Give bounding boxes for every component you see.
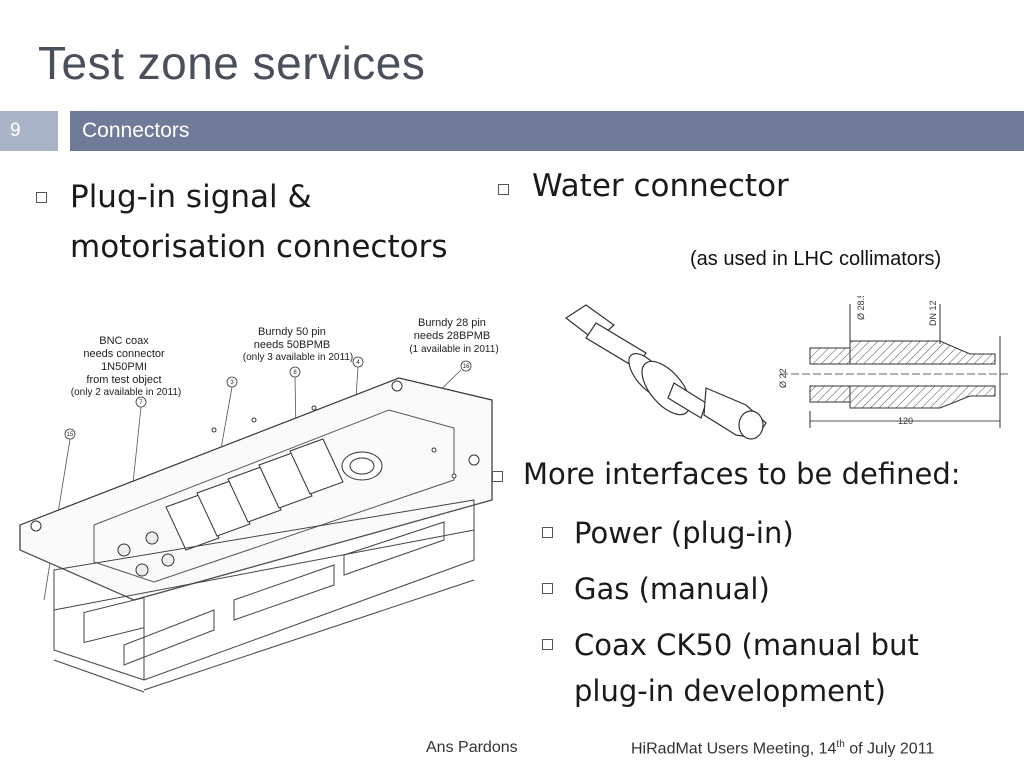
sub-bullet-text: Power (plug-in): [574, 516, 794, 550]
callout-number: 3: [230, 380, 234, 386]
bnc-label-line: (only 2 available in 2011): [71, 387, 181, 398]
water-connector-section: Ø 28.5 DN 12 Ø 22 120: [770, 296, 1020, 438]
burndy28-label-line: Burndy 28 pin: [418, 317, 486, 329]
dimension-label: 120: [898, 416, 913, 426]
callout-number: 4: [356, 360, 360, 366]
footer-event-prefix: HiRadMat Users Meeting, 14: [631, 740, 837, 758]
bnc-label-line: BNC coax: [99, 335, 149, 347]
bnc-label-line: needs connector: [83, 348, 165, 360]
test-zone-table-drawing: BNC coax needs connector 1N50PMI from te…: [14, 300, 504, 710]
dimension-label: Ø 22: [778, 368, 788, 388]
lhc-note: (as used in LHC collimators): [690, 248, 942, 270]
section-header: Connectors: [70, 111, 1024, 151]
slide-number: 9: [0, 111, 58, 151]
callout-number: 16: [463, 364, 470, 370]
bullet-text: More interfaces to be defined:: [523, 457, 961, 491]
sub-bullet-text: Gas (manual): [574, 572, 770, 606]
bnc-label-line: from test object: [86, 374, 161, 386]
footer-author: Ans Pardons: [426, 739, 518, 756]
square-bullet-icon: [542, 527, 553, 538]
burndy28-label-line: (1 available in 2011): [409, 344, 498, 355]
square-bullet-icon: [36, 192, 47, 203]
callout-number: 7: [139, 400, 143, 406]
footer-event-suffix: of July 2011: [844, 740, 935, 758]
sub-bullet-text: plug-in development): [574, 674, 886, 708]
sub-bullet-text: Coax CK50 (manual but: [574, 628, 919, 662]
water-connector-drawing: [556, 293, 776, 448]
callout-number: 15: [67, 432, 74, 438]
burndy28-label-line: needs 28BPMB: [414, 330, 490, 342]
bnc-label-line: 1N50PMI: [101, 361, 147, 373]
callout-number: 8: [293, 370, 297, 376]
slide-title: Test zone services: [38, 37, 426, 89]
dimension-label: DN 12: [928, 300, 938, 326]
burndy50-label-line: (only 3 available in 2011): [243, 352, 353, 363]
bullet-text: Water connector: [532, 168, 789, 204]
burndy50-label-line: Burndy 50 pin: [258, 326, 326, 338]
burndy50-label-line: needs 50BPMB: [254, 339, 330, 351]
bullet-text: Plug-in signal & motorisation connectors: [70, 179, 448, 265]
square-bullet-icon: [542, 639, 553, 650]
square-bullet-icon: [492, 471, 503, 482]
footer-event-sup: th: [836, 739, 845, 750]
square-bullet-icon: [542, 583, 553, 594]
square-bullet-icon: [498, 184, 509, 195]
footer-event: HiRadMat Users Meeting, 14th of July 201…: [631, 739, 934, 758]
dimension-label: Ø 28.5: [856, 296, 866, 320]
